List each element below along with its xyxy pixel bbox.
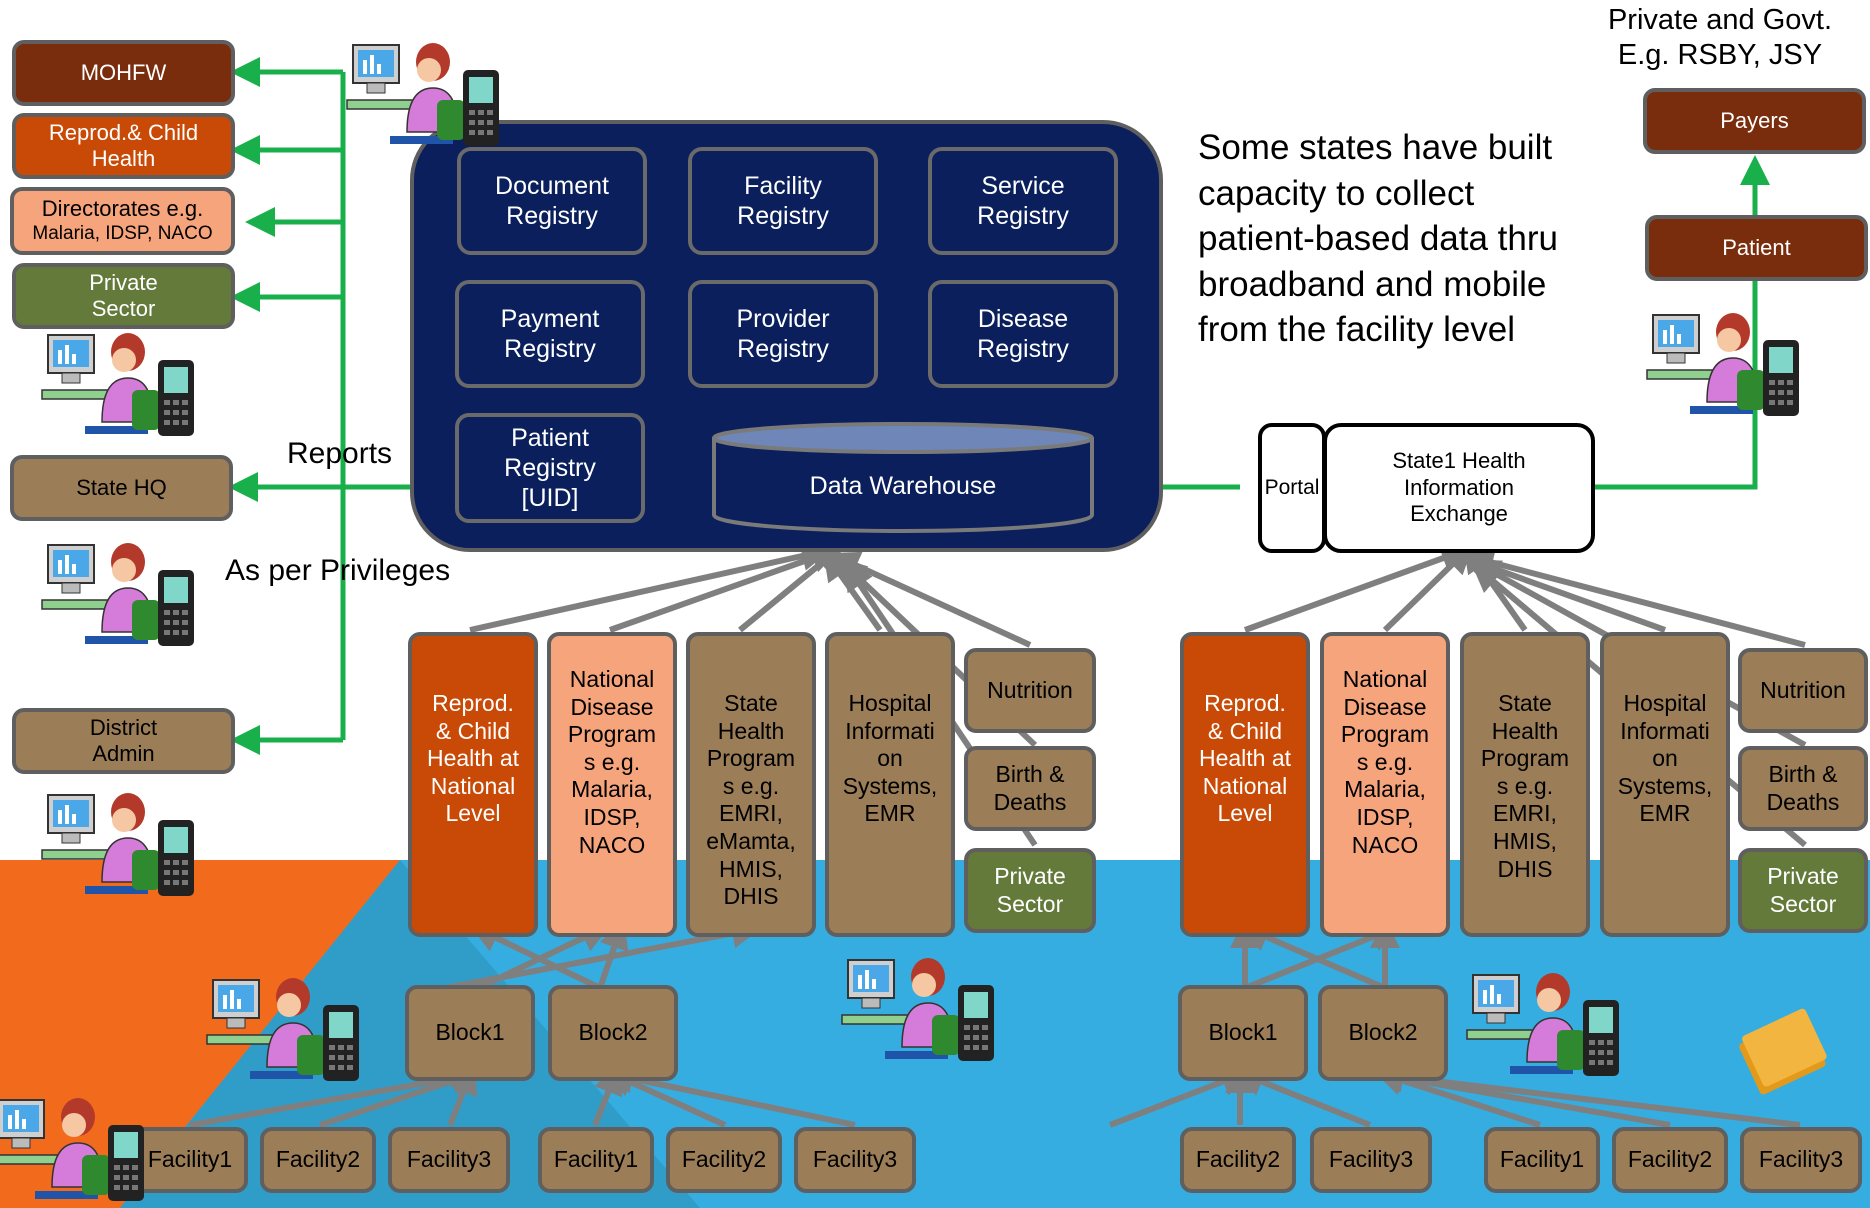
state-hq-box: State HQ <box>10 455 233 521</box>
nutrition-left: Nutrition <box>964 648 1096 733</box>
national-disease-program-right: National Disease Program s e.g. Malaria,… <box>1320 632 1450 937</box>
block1-right: Block1 <box>1178 985 1308 1081</box>
directorates-box: Directorates e.g. Malaria, IDSP, NACO <box>10 187 235 255</box>
facility2-group4: Facility2 <box>1612 1127 1728 1193</box>
document-registry: Document Registry <box>457 147 647 255</box>
national-disease-program-left: National Disease Program s e.g. Malaria,… <box>547 632 677 937</box>
health-information-exchange: State1 Health Information Exchange <box>1323 423 1595 553</box>
computer-user-icon <box>41 332 195 437</box>
nutrition-right: Nutrition <box>1738 648 1868 733</box>
service-registry: Service Registry <box>928 147 1118 255</box>
computer-user-icon <box>346 42 500 147</box>
facility2-group3: Facility2 <box>1180 1127 1296 1193</box>
block2-right: Block2 <box>1318 985 1448 1081</box>
facility1-group1: Facility1 <box>132 1127 248 1193</box>
computer-user-icon <box>841 957 995 1062</box>
computer-user-icon <box>1466 972 1620 1077</box>
data-warehouse-label: Data Warehouse <box>809 472 997 500</box>
birth-deaths-left: Birth & Deaths <box>964 746 1096 831</box>
computer-user-icon <box>1646 312 1800 417</box>
computer-user-icon <box>206 977 360 1082</box>
computer-user-icon <box>0 1097 145 1202</box>
private-sector-program-right: Private Sector <box>1738 848 1868 933</box>
facility3-group4: Facility3 <box>1740 1127 1862 1193</box>
facility-registry: Facility Registry <box>688 147 878 255</box>
patient-box: Patient <box>1645 215 1868 281</box>
facility1-group2: Facility1 <box>538 1127 654 1193</box>
rch-program-left: Reprod. & Child Health at National Level <box>408 632 538 937</box>
computer-user-icon <box>41 542 195 647</box>
private-sector-program-left: Private Sector <box>964 848 1096 933</box>
folder-icon <box>1739 1008 1827 1095</box>
directorates-list: Malaria, IDSP, NACO <box>32 222 213 244</box>
disease-registry: Disease Registry <box>928 280 1118 388</box>
block2-left: Block2 <box>548 985 678 1081</box>
data-warehouse-cylinder <box>712 422 1094 533</box>
provider-registry: Provider Registry <box>688 280 878 388</box>
private-sector-box-left: Private Sector <box>12 263 235 329</box>
payment-registry: Payment Registry <box>455 280 645 388</box>
payers-caption: Private and Govt. E.g. RSBY, JSY <box>1607 4 1833 72</box>
reports-label: Reports <box>287 437 393 470</box>
district-admin-box: District Admin <box>12 708 235 774</box>
facility3-group1: Facility3 <box>388 1127 510 1193</box>
facility2-group1: Facility2 <box>260 1127 376 1193</box>
birth-deaths-right: Birth & Deaths <box>1738 746 1868 831</box>
states-note: Some states have built capacity to colle… <box>1198 128 1558 349</box>
hospital-information-systems-right: Hospital Informati on Systems, EMR <box>1600 632 1730 937</box>
state-health-program-right: State Health Program s e.g. EMRI, HMIS, … <box>1460 632 1590 937</box>
facility1-group4: Facility1 <box>1484 1127 1600 1193</box>
privileges-label: As per Privileges <box>225 554 451 587</box>
hospital-information-systems-left: Hospital Informati on Systems, EMR <box>825 632 955 937</box>
directorates-title: Directorates e.g. <box>41 196 204 222</box>
patient-registry: Patient Registry [UID] <box>455 413 645 523</box>
computer-user-icon <box>41 792 195 897</box>
rch-program-right: Reprod. & Child Health at National Level <box>1180 632 1310 937</box>
block1-left: Block1 <box>405 985 535 1081</box>
facility2-group2: Facility2 <box>666 1127 782 1193</box>
facility3-group3: Facility3 <box>1310 1127 1432 1193</box>
mohfw-box: MOHFW <box>12 40 235 106</box>
state-health-program-left: State Health Program s e.g. EMRI, eMamta… <box>686 632 816 937</box>
rch-box: Reprod.& Child Health <box>12 113 235 179</box>
payers-box: Payers <box>1643 88 1866 154</box>
facility3-group2: Facility3 <box>794 1127 916 1193</box>
